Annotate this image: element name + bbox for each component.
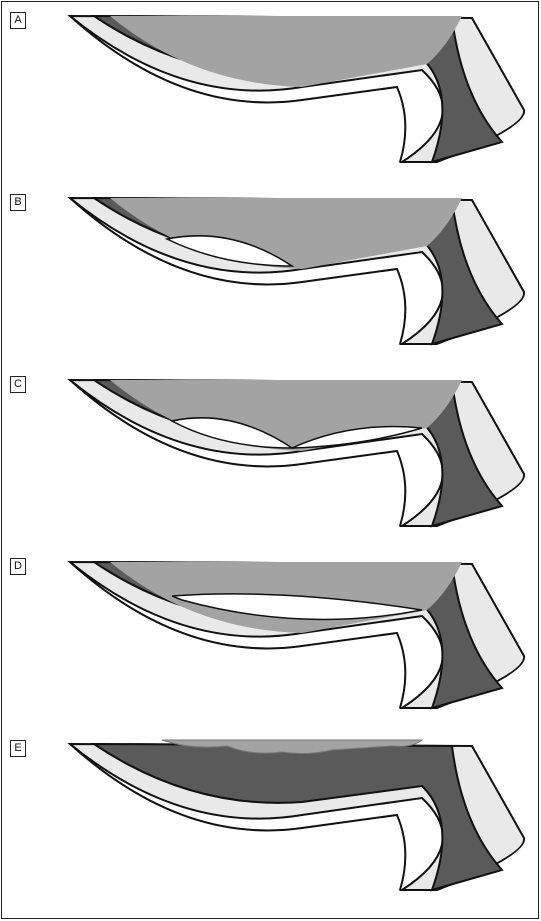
panel-label: C	[10, 376, 26, 393]
panel-label: E	[10, 740, 26, 757]
vitreous-body	[110, 380, 462, 451]
vitreous-body	[110, 16, 462, 87]
panel-b: B	[2, 184, 540, 366]
eye-diagram-b	[2, 184, 540, 366]
panel-label: B	[10, 194, 26, 211]
panel-d: D	[2, 548, 540, 730]
panel-label: A	[10, 12, 26, 29]
panel-e: E	[2, 730, 540, 912]
eye-diagram-c	[2, 366, 540, 548]
eye-diagram-d	[2, 548, 540, 730]
eye-diagram-a	[2, 2, 540, 184]
eye-diagram-e	[2, 730, 540, 912]
choroid	[94, 744, 502, 890]
panel-c: C	[2, 366, 540, 548]
vitreous-body	[110, 198, 462, 269]
panel-label: D	[10, 558, 26, 575]
panel-a: A	[2, 2, 540, 184]
